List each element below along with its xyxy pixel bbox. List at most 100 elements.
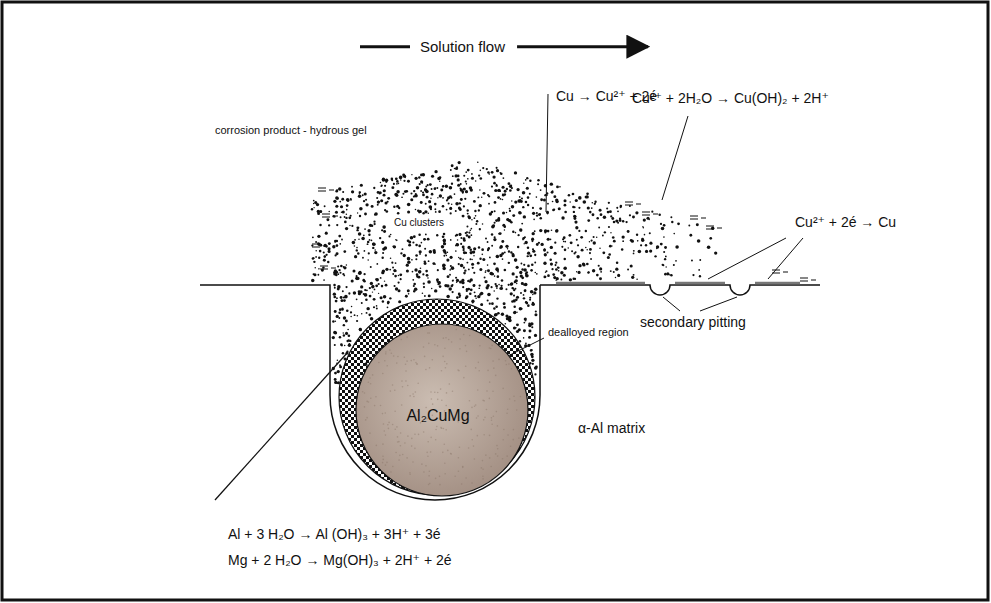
product-dot [512, 214, 515, 217]
texture-speck [370, 397, 372, 399]
product-dot [411, 259, 413, 261]
product-dot [431, 288, 433, 290]
texture-speck [483, 434, 485, 436]
product-dot [365, 203, 368, 206]
product-dot [594, 201, 596, 203]
product-dot [563, 274, 566, 277]
product-dot [460, 198, 463, 201]
product-dot [677, 222, 680, 225]
product-dot [356, 275, 358, 277]
product-dot [436, 234, 438, 236]
product-dot [334, 310, 337, 313]
product-dot [525, 301, 527, 303]
product-dot [342, 191, 344, 193]
product-dot [527, 247, 530, 250]
product-dot [512, 231, 514, 233]
reaction-label-box: Cu²⁺ + 2H₂O → Cu(OH)₂ + 2H⁺ [632, 90, 829, 106]
product-dot [417, 276, 420, 279]
product-dot [532, 212, 535, 215]
product-dot [443, 255, 445, 257]
product-dot [531, 263, 534, 266]
product-dot [374, 212, 377, 215]
product-dot [450, 197, 452, 199]
product-dot [466, 225, 468, 227]
texture-speck [382, 413, 384, 415]
product-dot [413, 285, 415, 287]
product-dot [332, 245, 335, 248]
flow-label: Solution flow [420, 38, 505, 55]
product-dot [343, 296, 345, 298]
product-dot [664, 246, 667, 249]
product-dot [622, 240, 624, 242]
product-dot [459, 257, 461, 259]
product-dot [494, 210, 496, 212]
product-dot [569, 234, 572, 237]
texture-speck [412, 393, 414, 395]
product-dot [547, 203, 549, 205]
texture-speck [400, 432, 402, 434]
product-dot [385, 179, 388, 182]
cluster-label: Cu clusters [394, 217, 444, 228]
product-dot [323, 255, 326, 258]
product-dot [415, 254, 418, 257]
product-dot [485, 237, 487, 239]
product-dot [343, 250, 346, 253]
product-dot [505, 288, 507, 290]
product-dot [312, 236, 314, 238]
product-dot [596, 217, 599, 220]
texture-speck [459, 338, 461, 340]
product-dot [534, 272, 536, 274]
product-dot [466, 183, 468, 185]
texture-speck [490, 466, 492, 468]
dealloyed-ring [339, 299, 535, 495]
product-dot [418, 245, 421, 248]
product-dot [423, 286, 425, 288]
product-dot [446, 199, 448, 201]
product-dot [410, 236, 414, 240]
product-dot [439, 181, 440, 182]
product-dot [351, 190, 354, 193]
product-dot [519, 307, 522, 310]
product-dot [395, 239, 397, 241]
texture-speck [407, 385, 409, 387]
product-dot [362, 257, 364, 259]
product-dot [593, 236, 595, 238]
product-dot [697, 239, 701, 243]
product-dot [643, 227, 644, 228]
product-dot [356, 247, 358, 249]
product-dot [321, 210, 322, 211]
product-dot [376, 308, 378, 310]
product-dot [574, 278, 576, 280]
texture-speck [386, 462, 388, 464]
product-dot [383, 194, 386, 197]
texture-speck [487, 370, 489, 372]
product-dot [509, 185, 512, 188]
product-dot [389, 269, 391, 271]
texture-speck [395, 452, 397, 454]
product-dot [487, 194, 489, 196]
texture-speck [415, 362, 417, 364]
product-dot [521, 197, 523, 199]
product-dot [525, 201, 528, 204]
texture-speck [404, 356, 406, 358]
product-dot [337, 273, 339, 275]
product-dot [658, 214, 660, 216]
product-dot [361, 237, 365, 241]
product-dot [508, 250, 510, 252]
gel-dash-mark [320, 266, 336, 269]
product-dot [611, 245, 613, 247]
product-dot [519, 271, 522, 274]
product-dot [464, 198, 466, 200]
texture-speck [520, 396, 522, 398]
texture-speck [457, 369, 459, 371]
product-dot [555, 229, 558, 232]
product-dot [578, 230, 580, 232]
product-dot [411, 174, 412, 175]
product-dot [560, 271, 563, 274]
product-dot [617, 210, 619, 212]
texture-speck [435, 439, 437, 441]
texture-speck [429, 367, 431, 369]
product-dot [503, 306, 506, 309]
product-dot [348, 344, 351, 347]
product-dot [501, 240, 504, 243]
